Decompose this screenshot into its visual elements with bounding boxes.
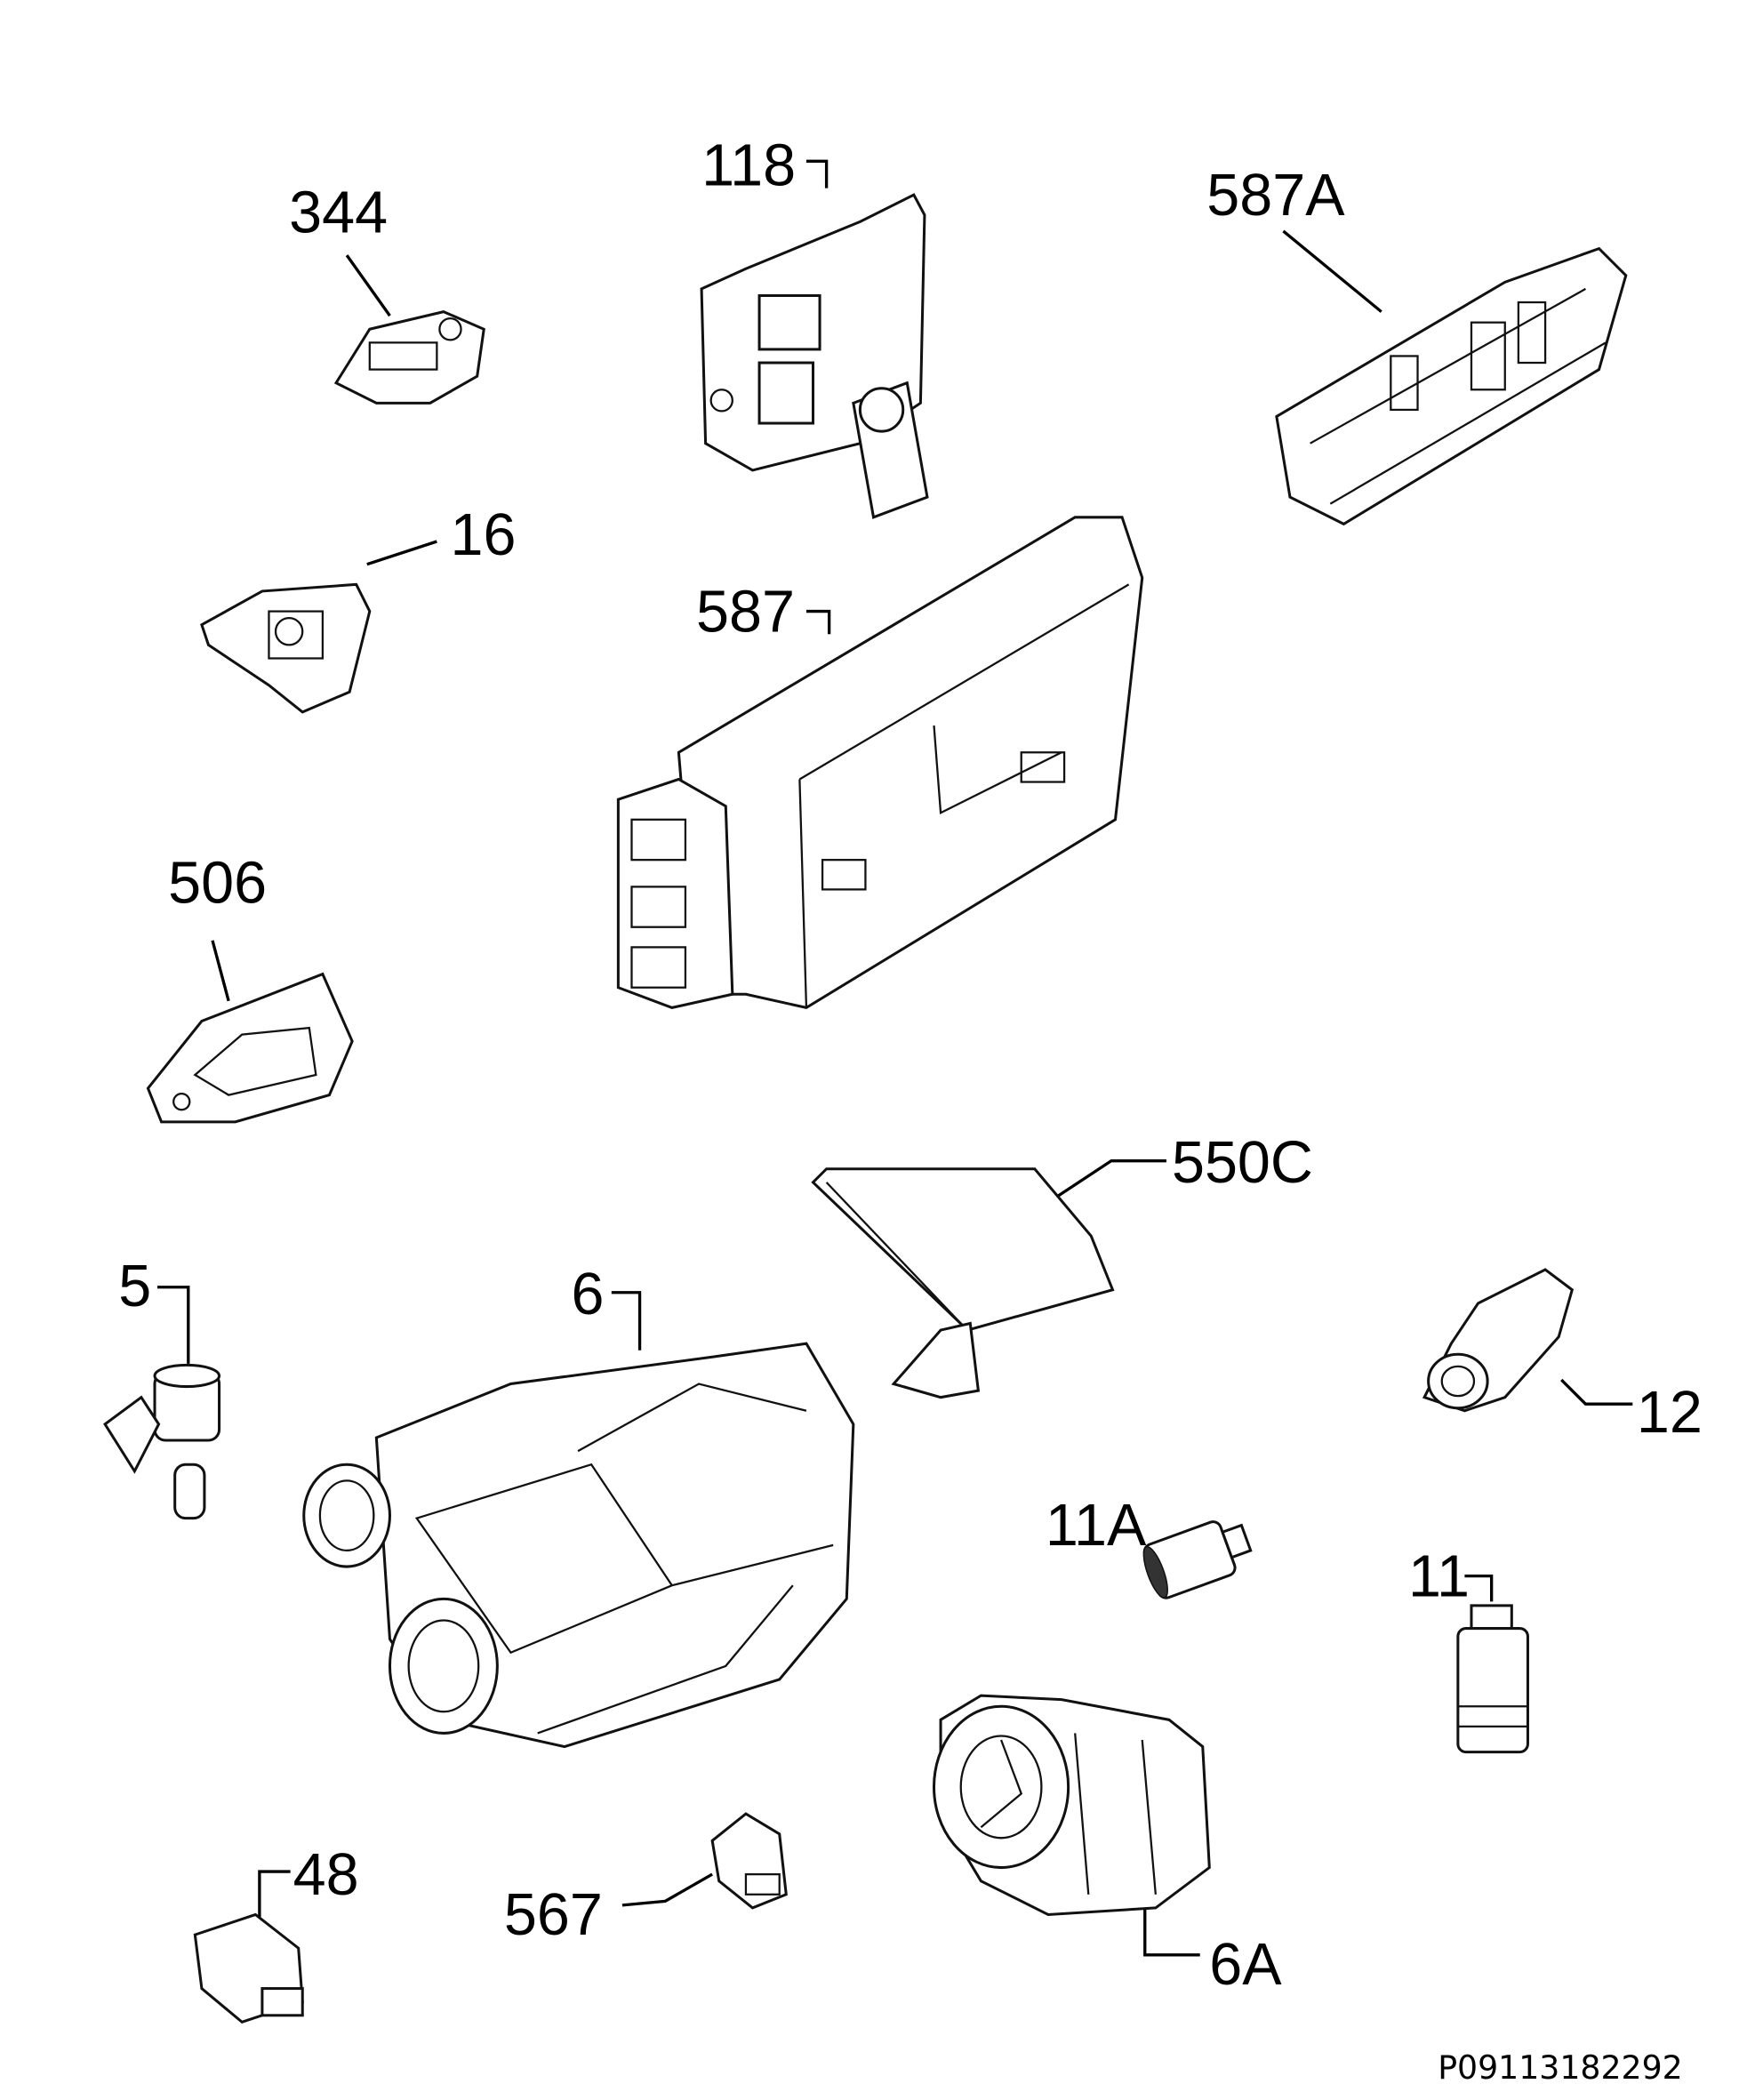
part-label-550C: 550C xyxy=(1172,1130,1313,1196)
part-118[interactable]: 118 xyxy=(700,133,929,519)
part-12[interactable]: 12 xyxy=(1422,1268,1703,1446)
part-label-11A: 11A xyxy=(1046,1493,1147,1559)
part-6A[interactable]: 6A xyxy=(932,1694,1283,1998)
part-344[interactable]: 344 xyxy=(289,180,485,405)
part-label-567: 567 xyxy=(504,1882,603,1948)
part-label-344: 344 xyxy=(289,180,388,245)
part-label-6A: 6A xyxy=(1209,1932,1282,1998)
part-550C[interactable]: 550C xyxy=(811,1130,1313,1399)
part-label-11: 11 xyxy=(1408,1543,1470,1609)
part-label-48: 48 xyxy=(293,1842,359,1908)
part-label-5: 5 xyxy=(118,1254,151,1319)
part-label-12: 12 xyxy=(1637,1380,1703,1446)
part-16[interactable]: 16 xyxy=(200,502,517,714)
part-label-506: 506 xyxy=(168,851,267,917)
part-567[interactable]: 567 xyxy=(504,1812,788,1948)
part-6[interactable]: 6 xyxy=(302,1262,855,1749)
part-label-587A: 587A xyxy=(1206,163,1345,228)
part-label-6: 6 xyxy=(571,1262,604,1327)
part-label-16: 16 xyxy=(450,502,516,568)
part-506[interactable]: 506 xyxy=(146,851,354,1124)
part-587[interactable]: 587 xyxy=(616,516,1144,1010)
part-5[interactable]: 5 xyxy=(103,1254,221,1520)
part-label-587: 587 xyxy=(696,579,795,645)
drawing-code: P09113182292 xyxy=(1438,2048,1683,2087)
part-11A[interactable]: 11A xyxy=(1046,1493,1256,1601)
part-48[interactable]: 48 xyxy=(193,1842,359,2024)
part-11[interactable]: 11 xyxy=(1408,1543,1529,1754)
part-587A[interactable]: 587A xyxy=(1206,163,1628,526)
part-label-118: 118 xyxy=(701,133,796,199)
